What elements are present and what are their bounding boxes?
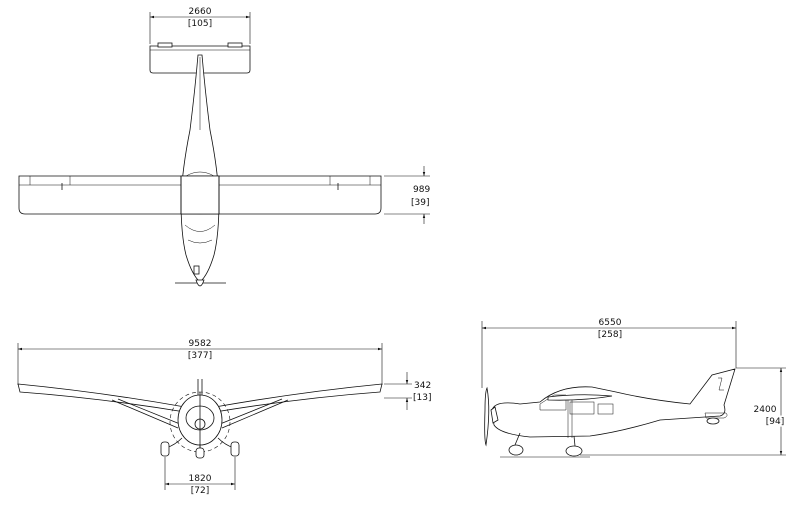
fuselage-side	[491, 368, 736, 438]
front-view	[17, 379, 383, 459]
dim-dihedral-rise-in: [13]	[413, 393, 431, 403]
dim-tail-span-in: [105]	[188, 19, 212, 29]
dim-wing-chord-mm: 989	[413, 185, 430, 195]
dim-wing-chord: 989 [39]	[384, 166, 430, 224]
dim-wing-span: 9582 [377]	[17, 339, 383, 385]
wing-front-left	[17, 383, 186, 413]
wing-front-right	[214, 383, 383, 413]
dim-wheel-track: 1820 [72]	[164, 457, 236, 496]
dim-tail-span-mm: 2660	[189, 7, 212, 17]
dim-wheel-track-in: [72]	[191, 486, 209, 496]
dim-height-mm: 2400	[754, 405, 777, 415]
propeller-side	[484, 386, 490, 447]
landing-gear-front	[160, 437, 240, 459]
dim-wheel-track-mm: 1820	[189, 474, 212, 484]
dim-height: 2400 [94]	[580, 367, 786, 456]
side-view	[484, 368, 736, 457]
dim-dihedral-rise: 342 [13]	[384, 372, 431, 410]
dim-wing-span-mm: 9582	[189, 339, 212, 349]
dim-dihedral-rise-mm: 342	[414, 381, 431, 391]
dim-wing-chord-in: [39]	[411, 198, 429, 208]
dim-length-mm: 6550	[599, 318, 622, 328]
dim-tail-span: 2660 [105]	[149, 7, 251, 44]
dim-wing-span-in: [377]	[188, 351, 212, 361]
top-view	[18, 42, 382, 287]
dim-height-in: [94]	[766, 417, 784, 427]
landing-gear-side	[508, 417, 720, 457]
dim-length-in: [258]	[598, 330, 622, 340]
dim-length: 6550 [258]	[481, 318, 737, 388]
